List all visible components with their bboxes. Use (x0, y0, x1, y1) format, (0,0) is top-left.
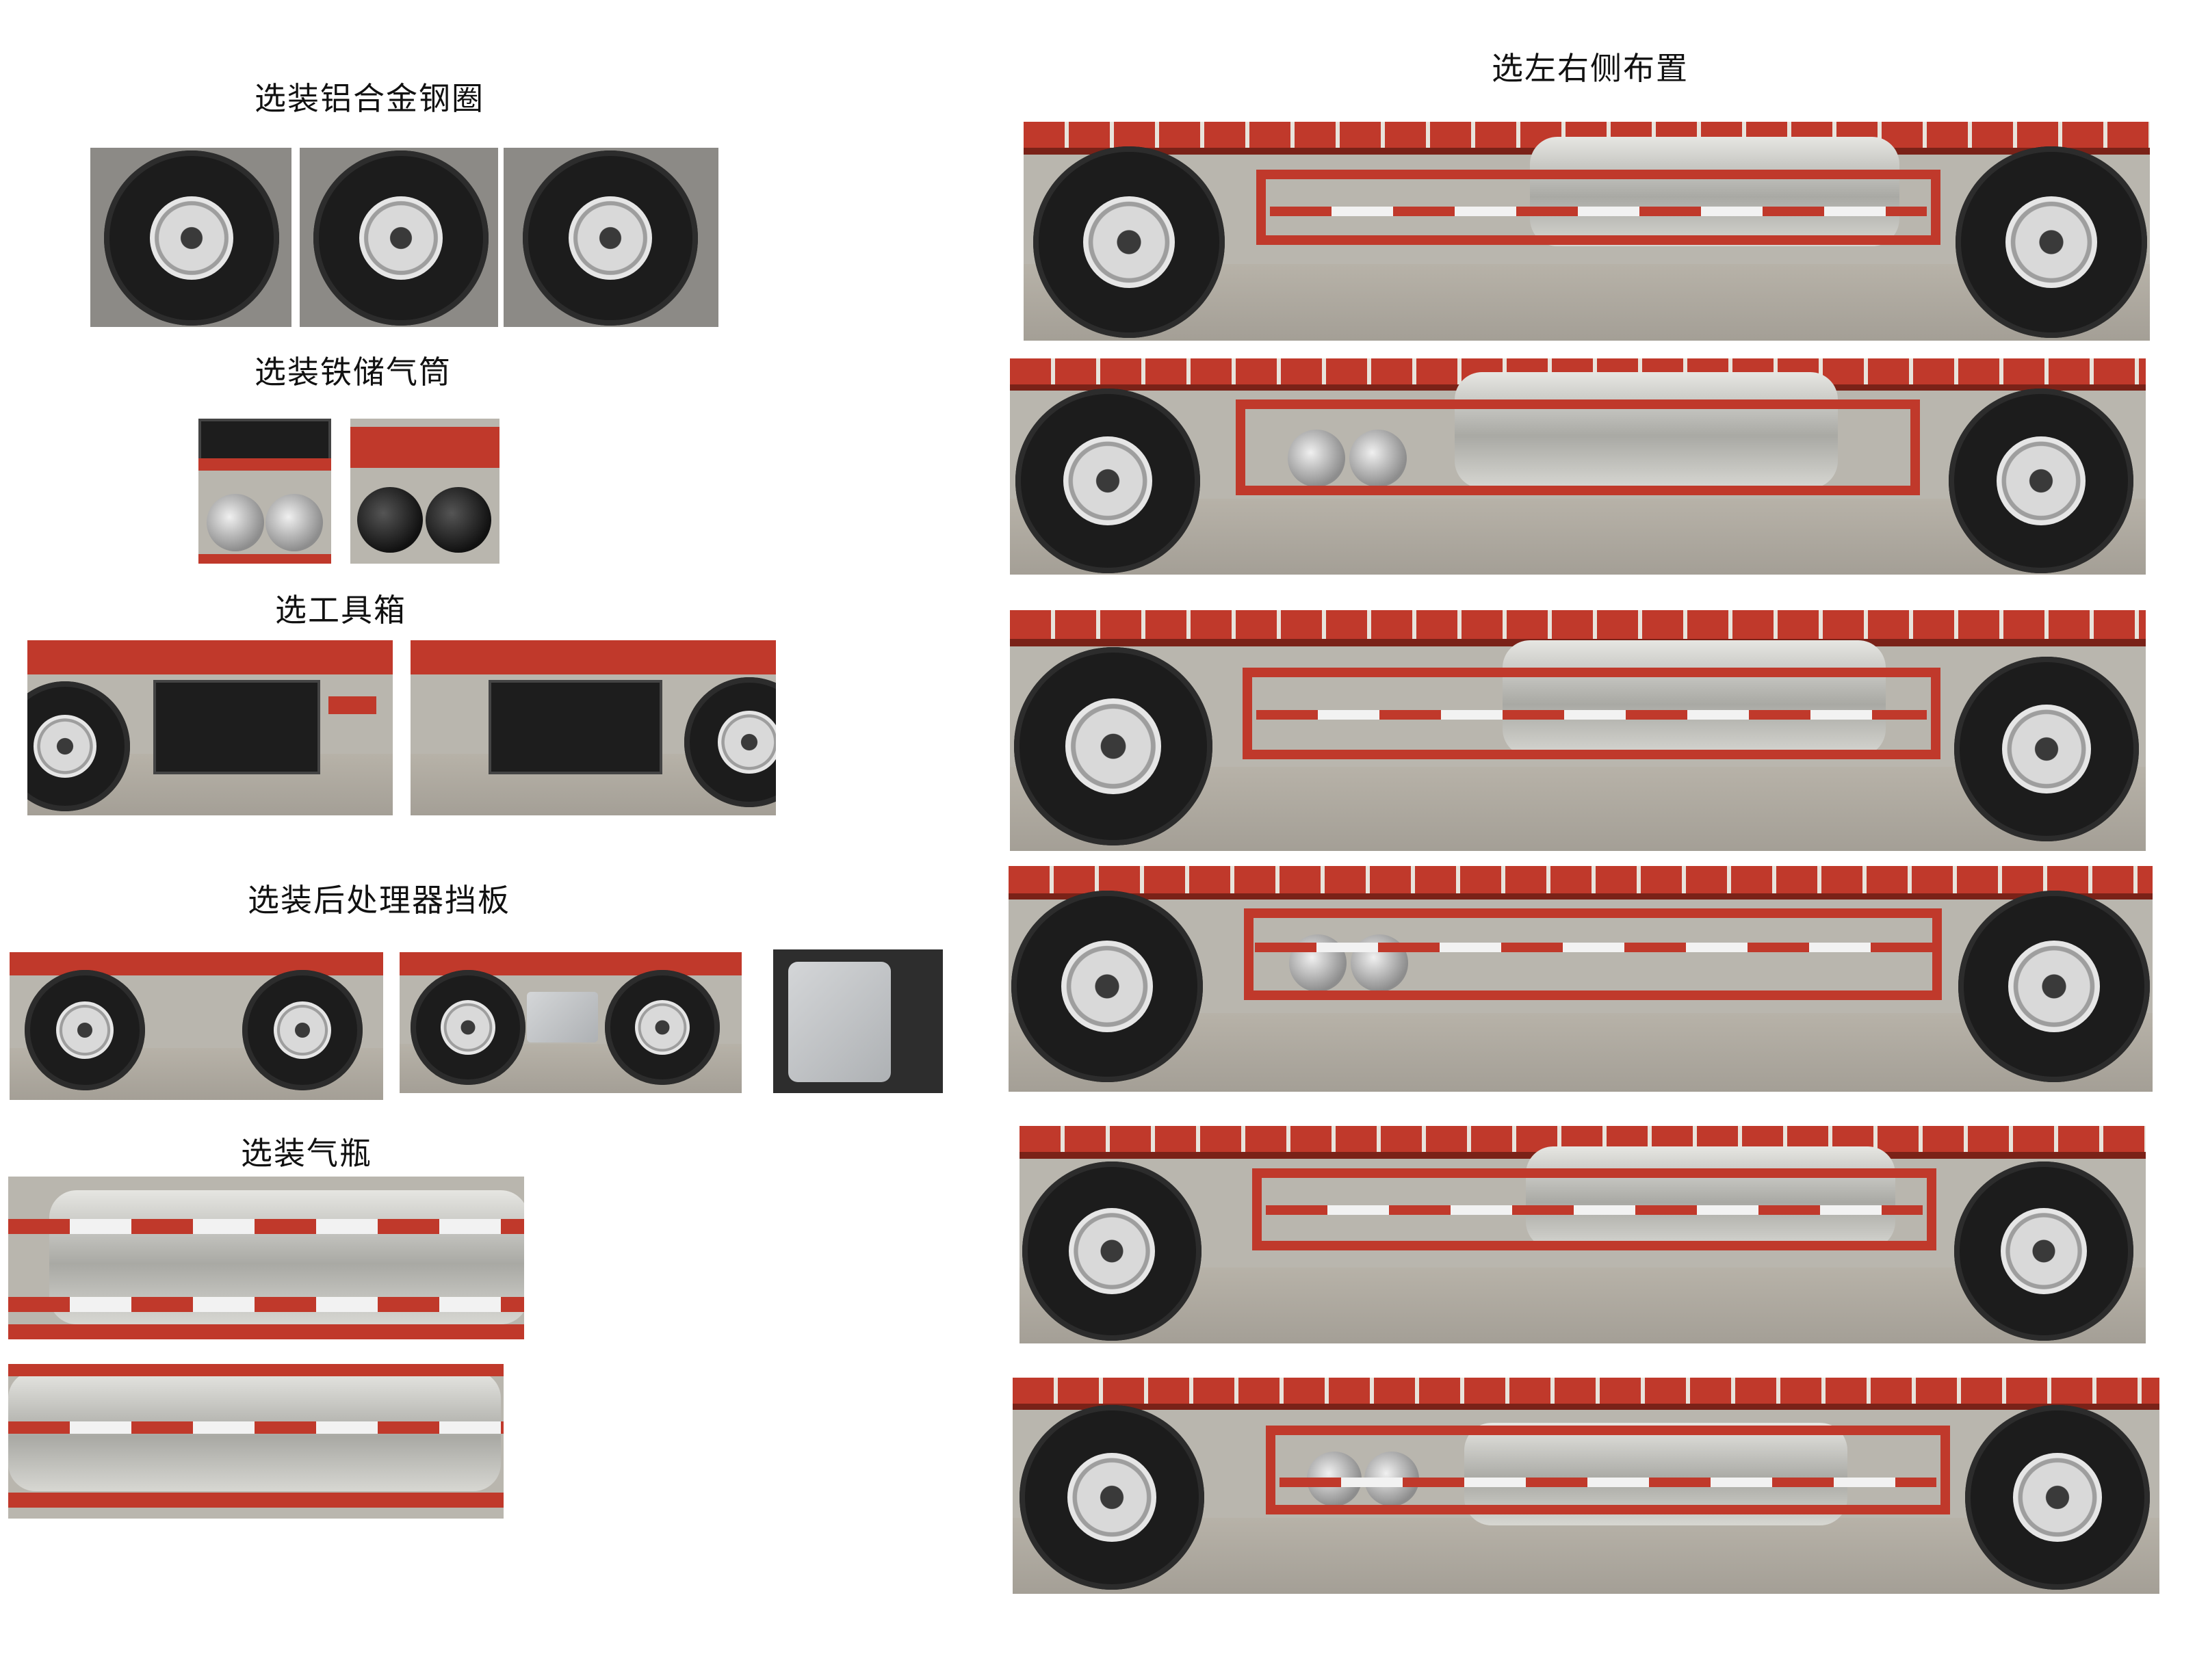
iron-tank-photo-2 (350, 419, 499, 564)
rim-photo-1 (90, 148, 291, 327)
section-title-iron-tank: 选装铁储气筒 (255, 354, 452, 391)
gas-cylinder-image (1455, 372, 1838, 488)
air-tank-image (426, 487, 491, 553)
toolbox-image (153, 680, 320, 774)
toolbox-image (489, 680, 662, 774)
wheel-image (104, 150, 279, 326)
side-layout-photo-1 (1024, 122, 2150, 341)
wheel-image (1014, 647, 1212, 845)
wheel-image (1949, 389, 2133, 573)
gas-cylinder-photo-2 (8, 1364, 504, 1519)
air-tank-image (1349, 430, 1407, 487)
aftertreatment-photo-2 (400, 952, 742, 1093)
wheel-image (1015, 389, 1200, 573)
wheel-image (1033, 146, 1225, 338)
wheel-image (523, 150, 698, 326)
wheel-image (605, 970, 720, 1085)
section-title-left-right: 选左右侧布置 (1492, 50, 1689, 87)
air-tank-image (207, 494, 264, 551)
gas-cylinder-image (1526, 1146, 1895, 1249)
wheel-image (27, 681, 130, 811)
wheel-image (1956, 146, 2147, 338)
section-title-gas-cylinder: 选装气瓶 (241, 1135, 372, 1172)
wheel-image (1019, 1405, 1204, 1590)
side-layout-photo-6 (1013, 1378, 2159, 1594)
aftertreatment-photo-1 (10, 952, 383, 1100)
gas-cylinder-image (1503, 640, 1886, 757)
rim-photo-3 (504, 148, 718, 327)
side-layout-photo-4 (1009, 866, 2153, 1092)
wheel-image (1954, 657, 2139, 841)
toolbox-photo-1 (27, 640, 393, 815)
toolbox-photo-2 (411, 640, 776, 815)
wheel-image (1022, 1161, 1202, 1341)
wheel-image (1965, 1405, 2150, 1590)
side-layout-photo-3 (1010, 610, 2146, 851)
gas-cylinder-photo-1 (8, 1177, 524, 1339)
rim-photo-2 (300, 148, 498, 327)
wheel-image (25, 970, 145, 1090)
wheel-image (1958, 891, 2150, 1082)
air-tank-image (265, 494, 323, 551)
side-layout-photo-2 (1010, 358, 2146, 575)
wheel-image (1011, 891, 1203, 1082)
wheel-image (242, 970, 363, 1090)
wheel-image (411, 970, 525, 1085)
section-title-toolbox: 选工具箱 (275, 592, 406, 629)
aftertreatment-shield-image (788, 962, 891, 1082)
air-tank-image (1288, 430, 1345, 487)
aftertreatment-photo-3 (773, 949, 943, 1093)
iron-tank-photo-1 (198, 419, 331, 564)
aftertreatment-shield-image (527, 992, 598, 1042)
wheel-image (313, 150, 489, 326)
wheel-image (1954, 1161, 2133, 1341)
section-title-rims: 选装铝合金钢圈 (255, 80, 484, 117)
side-layout-photo-5 (1019, 1126, 2146, 1343)
air-tank-image (357, 487, 423, 553)
section-title-aftertreatment: 选装后处理器挡板 (248, 882, 510, 919)
gas-cylinder-image (1530, 137, 1899, 246)
